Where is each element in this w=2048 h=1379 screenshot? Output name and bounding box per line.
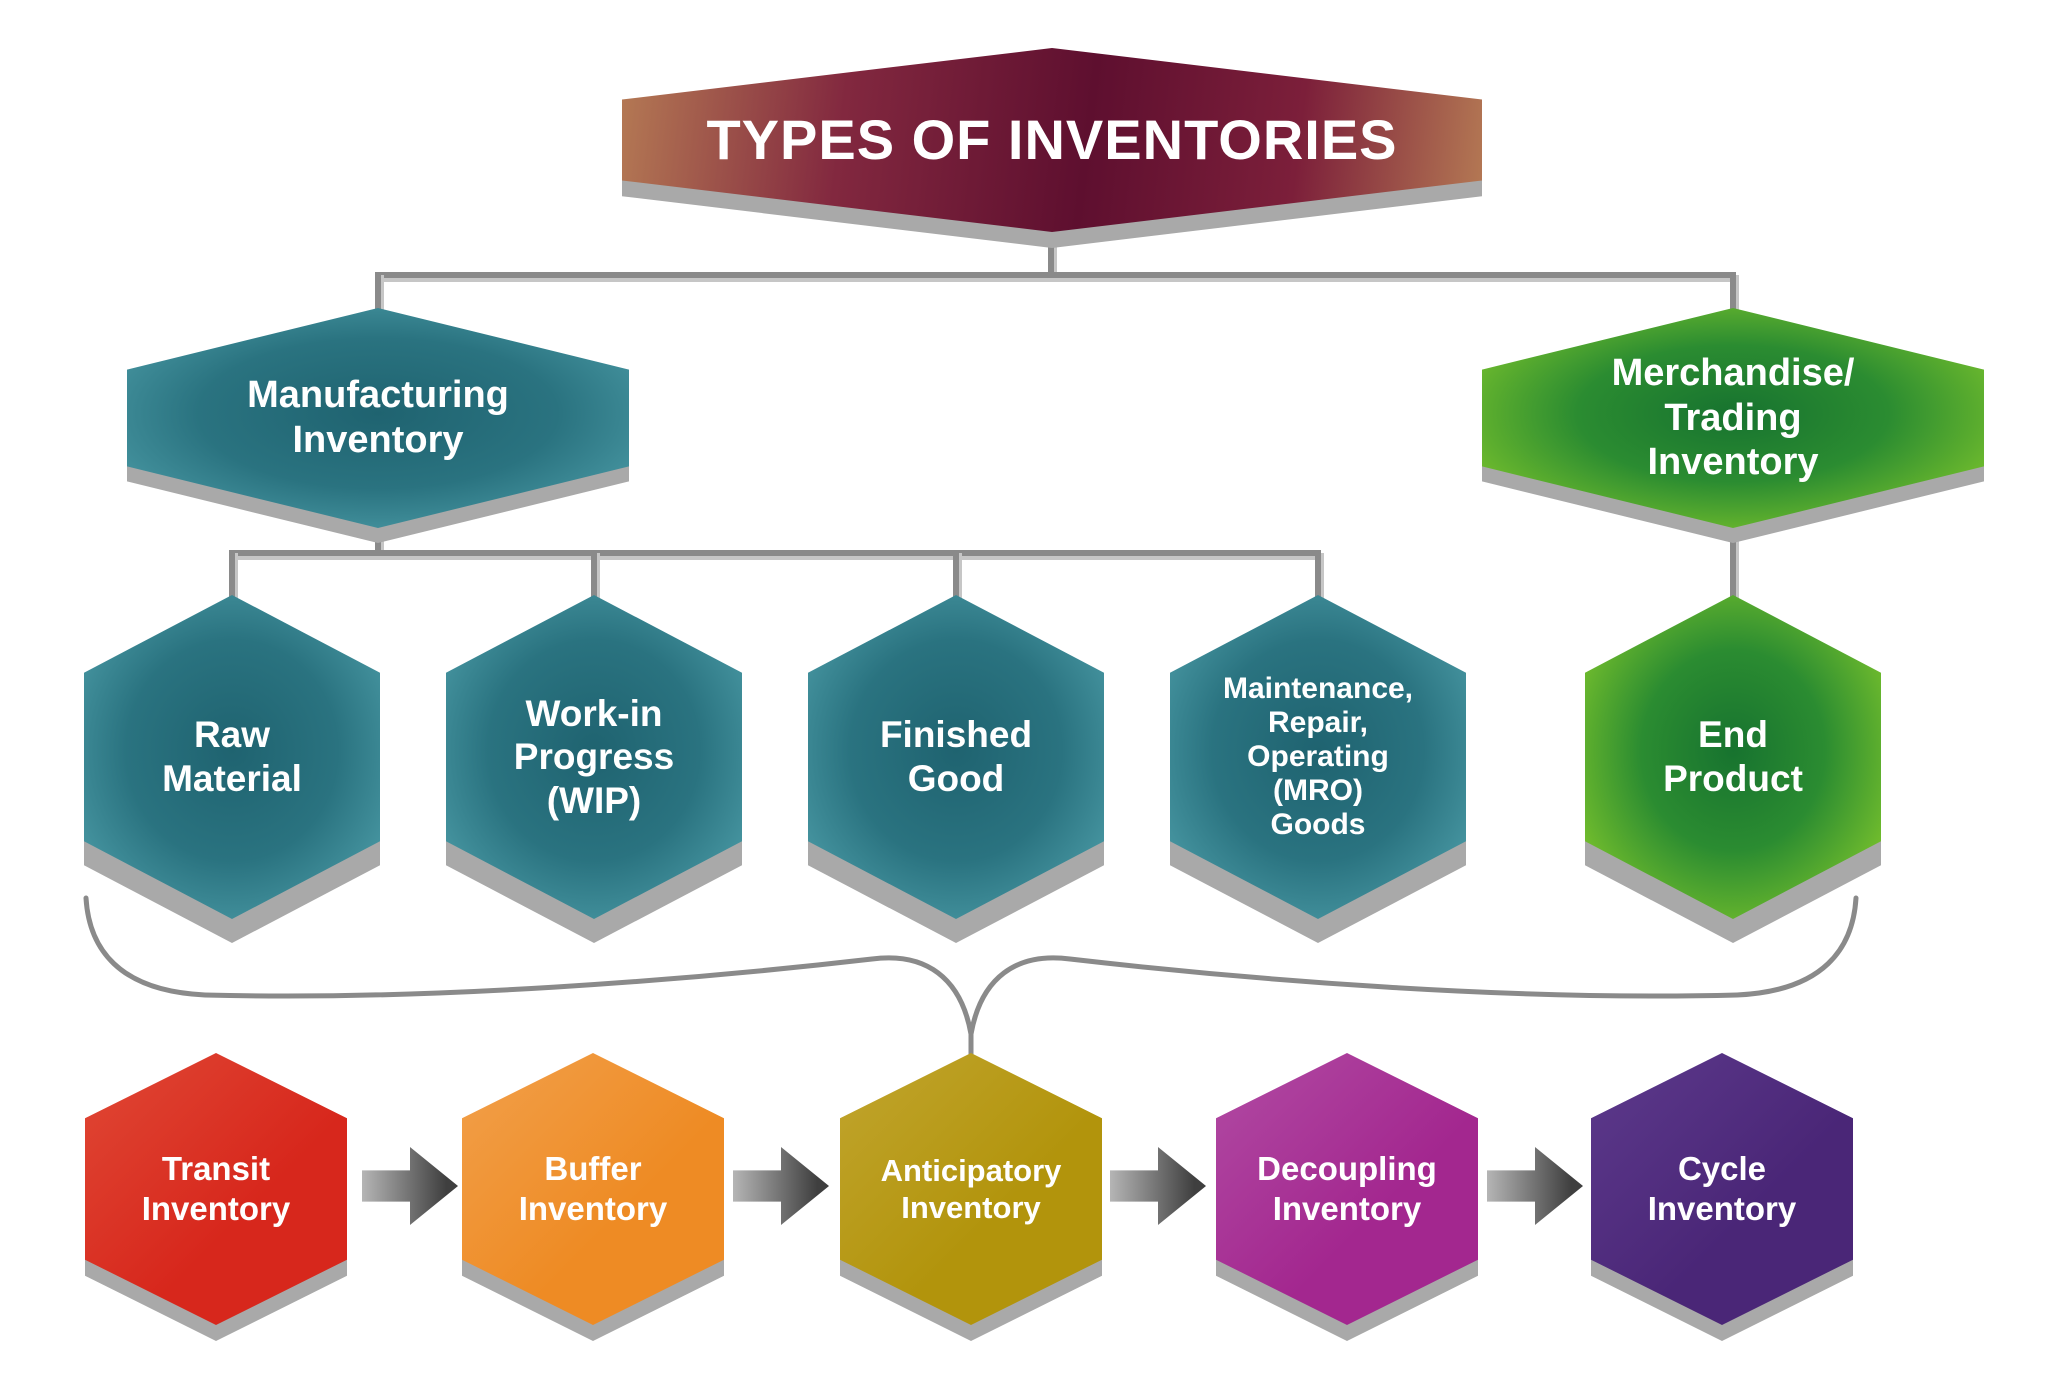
node-work-in-progress: Work-in Progress (WIP) bbox=[446, 595, 742, 919]
wip-drop-line bbox=[591, 550, 597, 600]
cycle-label: Cycle Inventory bbox=[1647, 1150, 1797, 1227]
end-product-stem-line bbox=[1730, 518, 1736, 600]
node-buffer-inventory: Buffer Inventory bbox=[462, 1053, 724, 1325]
buffer-label: Buffer Inventory bbox=[518, 1150, 668, 1227]
merchandise-drop-line bbox=[1730, 272, 1736, 314]
merchandise-label: Merchandise/ Trading Inventory bbox=[1611, 351, 1855, 484]
flow-arrow-icon bbox=[1487, 1147, 1583, 1225]
node-finished-good: Finished Good bbox=[808, 595, 1104, 919]
raw-material-drop-line bbox=[229, 550, 235, 600]
title-stem-line bbox=[1048, 228, 1054, 278]
anticipatory-label: Anticipatory Inventory bbox=[880, 1152, 1062, 1225]
node-transit-inventory: Transit Inventory bbox=[85, 1053, 347, 1325]
mro-label: Maintenance, Repair, Operating (MRO) Goo… bbox=[1222, 671, 1414, 842]
raw-material-label: Raw Material bbox=[162, 714, 302, 799]
finished-good-label: Finished Good bbox=[879, 714, 1033, 799]
node-mro-goods: Maintenance, Repair, Operating (MRO) Goo… bbox=[1170, 595, 1466, 919]
finished-good-drop-line bbox=[953, 550, 959, 600]
page-title: TYPES OF INVENTORIES bbox=[706, 108, 1398, 172]
flow-arrow-icon bbox=[733, 1147, 829, 1225]
end-product-label: End Product bbox=[1663, 714, 1803, 799]
flow-arrow-icon bbox=[362, 1147, 458, 1225]
mro-drop-line bbox=[1315, 550, 1321, 600]
node-anticipatory-inventory: Anticipatory Inventory bbox=[840, 1053, 1102, 1325]
decoupling-label: Decoupling Inventory bbox=[1257, 1150, 1437, 1227]
transit-label: Transit Inventory bbox=[141, 1150, 291, 1227]
node-cycle-inventory: Cycle Inventory bbox=[1591, 1053, 1853, 1325]
node-end-product: End Product bbox=[1585, 595, 1881, 919]
node-raw-material: Raw Material bbox=[84, 595, 380, 919]
manufacturing-drop-line bbox=[375, 272, 381, 314]
wip-label: Work-in Progress (WIP) bbox=[513, 692, 675, 821]
level3-branch-line bbox=[229, 550, 1321, 556]
node-decoupling-inventory: Decoupling Inventory bbox=[1216, 1053, 1478, 1325]
manufacturing-label: Manufacturing Inventory bbox=[247, 374, 509, 461]
level2-branch-line bbox=[375, 272, 1736, 278]
flow-arrow-icon bbox=[1110, 1147, 1206, 1225]
